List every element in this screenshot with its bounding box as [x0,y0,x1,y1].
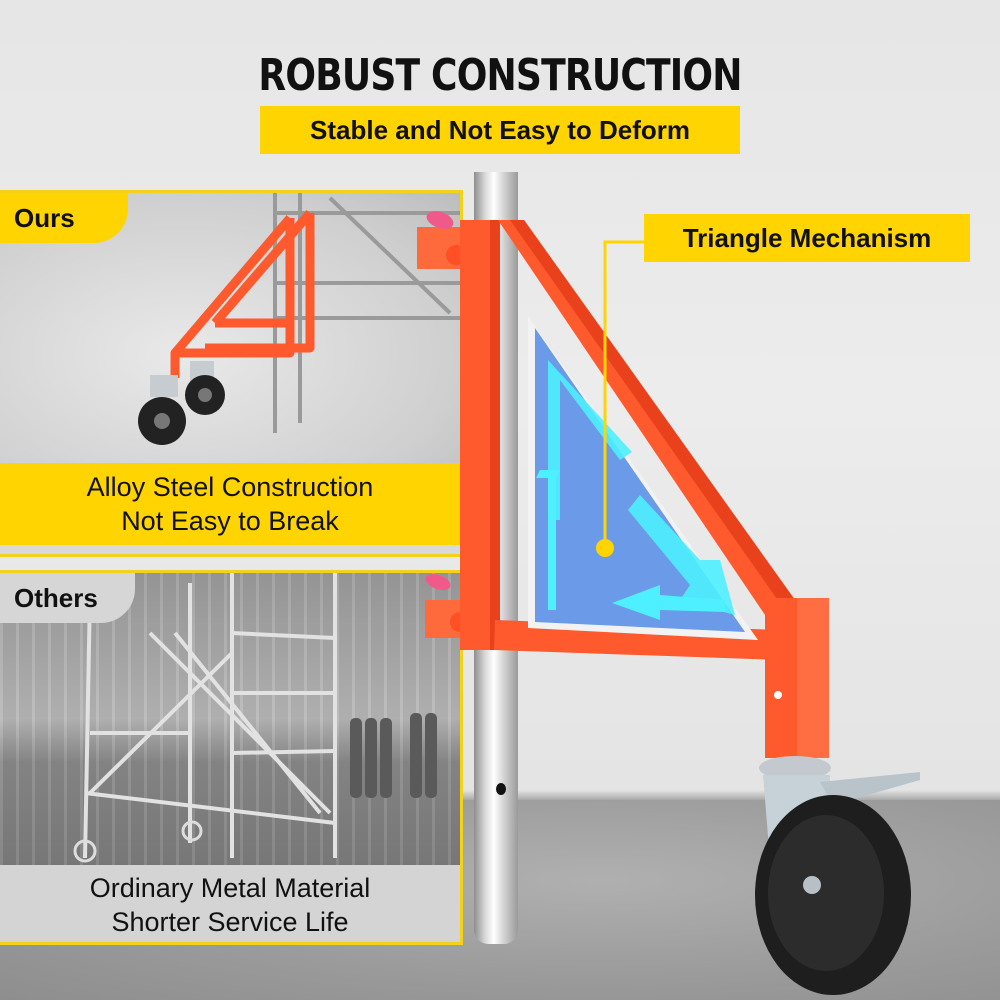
ours-caption-line-1: Alloy Steel Construction [86,472,374,502]
others-scaffold-illustration [73,573,437,863]
ours-caption-line-2: Not Easy to Break [121,506,339,536]
others-comparison-panel: Others Ordinary Metal Material Shorter S… [0,570,463,945]
triangle-mechanism-callout: Triangle Mechanism [644,214,970,262]
arrow-up [536,470,560,610]
bottom-pin [425,574,451,590]
ours-tag: Ours [0,193,128,243]
callout-dot [596,539,614,557]
callout-leader-line [603,240,644,548]
others-caption: Ordinary Metal Material Shorter Service … [0,865,460,942]
others-caption-line-2: Shorter Service Life [111,907,349,937]
arrow-left [612,585,725,620]
page-title: ROBUST CONSTRUCTION [258,50,742,101]
ours-comparison-panel: Ours Alloy Steel Construction Not Easy t… [0,190,463,557]
others-caption-line-1: Ordinary Metal Material [89,873,371,903]
top-pin [426,211,454,229]
arrow-diagonal [548,360,632,520]
subtitle-banner: Stable and Not Easy to Deform [260,106,740,154]
others-tag: Others [0,573,135,623]
pole-pin-hole [496,783,506,795]
ours-caption: Alloy Steel Construction Not Easy to Bre… [0,463,460,545]
